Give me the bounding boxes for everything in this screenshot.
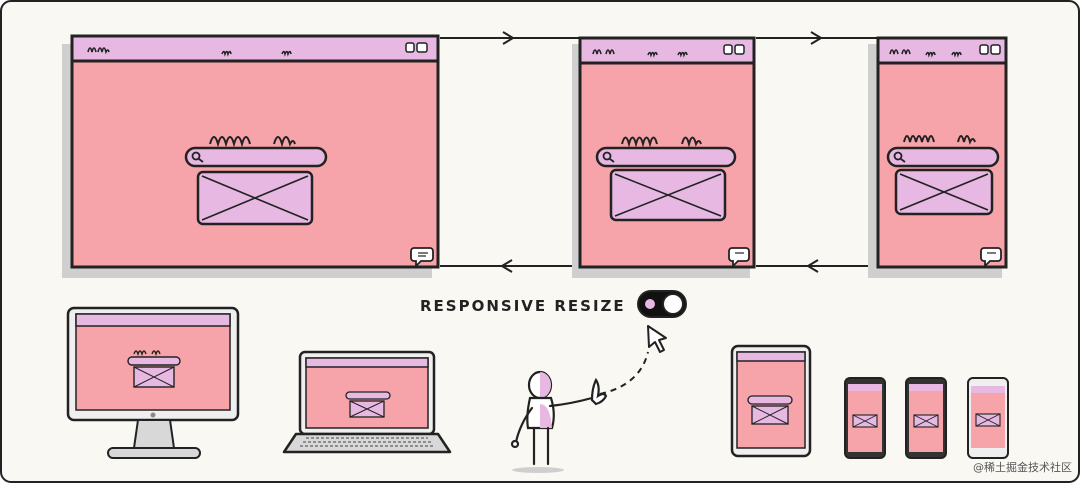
search-bar xyxy=(886,146,1000,168)
flow-arrow-icon xyxy=(810,31,822,45)
image-placeholder-icon xyxy=(609,168,727,222)
flow-arrow-icon xyxy=(501,259,513,273)
image-placeholder-icon xyxy=(196,170,314,226)
flow-arrow-icon xyxy=(502,31,514,45)
search-icon xyxy=(602,151,615,163)
browser-window-medium xyxy=(572,36,756,278)
titlebar-scribble xyxy=(221,50,292,57)
pointer-dashed-path xyxy=(599,351,649,395)
device-tablet xyxy=(730,344,812,458)
window-controls-icon xyxy=(723,44,745,55)
image-placeholder-icon xyxy=(751,405,789,425)
device-desktop-monitor xyxy=(66,306,240,459)
person-figure xyxy=(510,370,608,473)
browser-window-small xyxy=(868,36,1008,278)
image-placeholder-icon xyxy=(894,168,994,216)
device-phone-3 xyxy=(967,377,1009,459)
device-laptop xyxy=(282,350,452,454)
search-icon xyxy=(893,151,906,163)
device-phone-2 xyxy=(905,377,947,459)
image-placeholder-icon xyxy=(975,413,1001,427)
window-controls-icon xyxy=(979,44,1001,55)
titlebar-scribble xyxy=(889,49,962,58)
heading-scribble xyxy=(209,136,296,148)
chat-bubble-icon xyxy=(728,247,750,269)
window-controls-icon xyxy=(405,42,428,53)
image-placeholder-icon xyxy=(852,414,878,428)
heading-scribble xyxy=(903,135,976,145)
search-bar xyxy=(184,146,328,168)
titlebar-scribble xyxy=(87,47,110,55)
chat-bubble-icon xyxy=(410,247,434,269)
heading-scribble xyxy=(133,350,161,357)
image-placeholder-icon xyxy=(133,366,175,388)
search-icon xyxy=(191,151,204,163)
browser-window-large xyxy=(62,34,440,278)
chat-bubble-icon xyxy=(980,247,1002,269)
heading-scribble xyxy=(621,136,702,148)
responsive-resize-toggle[interactable] xyxy=(637,290,687,318)
watermark-text: @稀土掘金技术社区 xyxy=(973,460,1072,474)
toggle-label: RESPONSIVE RESIZE xyxy=(420,297,626,315)
titlebar-scribble xyxy=(592,49,688,58)
flow-arrow-icon xyxy=(807,259,819,273)
search-bar xyxy=(595,146,737,168)
flow-arrows xyxy=(440,31,878,273)
device-phone-1 xyxy=(844,377,886,459)
image-placeholder-icon xyxy=(349,400,385,418)
image-placeholder-icon xyxy=(913,414,939,428)
cursor-arrow-icon xyxy=(647,325,667,353)
